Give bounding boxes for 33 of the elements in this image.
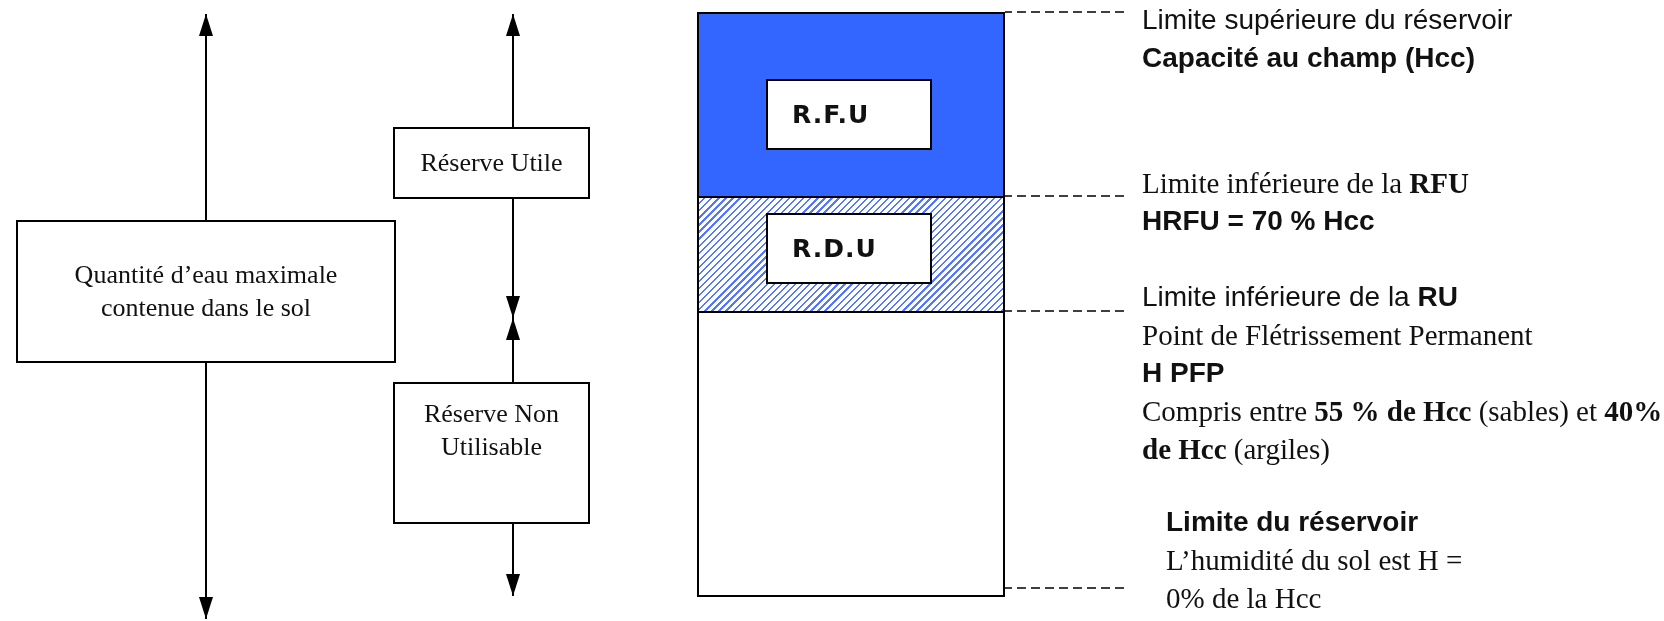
leader-line [1004,310,1125,312]
annotation-text: Limite supérieure du réservoir [1142,3,1514,37]
box-text: R.D.U [792,234,877,263]
arrow [199,362,213,620]
leader-line [1004,11,1125,13]
box-text: R.F.U [792,100,870,129]
text-box [393,127,590,199]
leader-line [1004,587,1125,589]
label-box [766,79,932,150]
annotation-text: L’humidité du sol est H = 0% de la Hcc [1166,543,1464,616]
arrow [506,13,520,128]
arrow [506,523,520,597]
arrow [506,317,520,383]
water-band [697,12,1005,198]
text-box [393,382,590,524]
soil-band [697,311,1005,597]
annotation-text: Point de Flétrissement Permanent [1142,318,1534,353]
annotation-text: Limite inférieure de la RFU [1142,166,1470,201]
box-text: Réserve Non Utilisable [423,398,560,463]
hatched-band [697,196,1005,313]
annotation-text: Limite du réservoir [1166,505,1420,539]
text-box [16,220,396,363]
arrow [199,13,213,221]
annotation-text: Capacité au champ (Hcc) [1142,41,1476,75]
label-box [766,213,932,284]
box-text: Quantité d’eau maximale contenue dans le sol [73,259,339,324]
annotation-text: H PFP [1142,356,1226,390]
box-text: Réserve Utile [420,146,563,179]
arrow [506,198,520,319]
leader-line [1004,195,1125,197]
annotation-text: HRFU = 70 % Hcc [1142,204,1376,238]
annotation-text: Limite inférieure de la RU [1142,280,1459,314]
annotation-text: Compris entre 55 % de Hcc (sables) et 40% de Hcc (argiles) [1142,394,1664,467]
